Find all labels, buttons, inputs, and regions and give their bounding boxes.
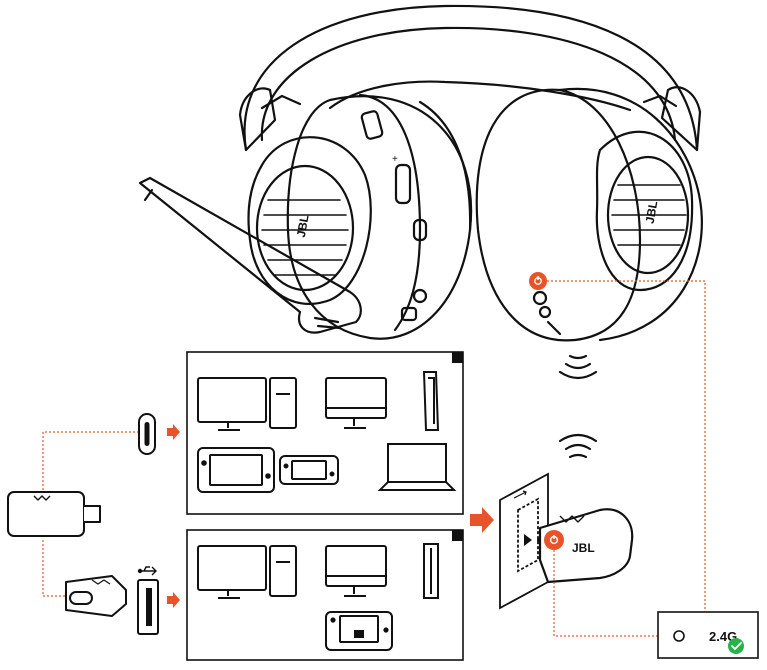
mic-boom bbox=[138, 176, 362, 334]
headband bbox=[243, 4, 699, 152]
check-icon bbox=[728, 638, 744, 654]
left-earcup-shell bbox=[286, 95, 473, 340]
pc-device-icon-2 bbox=[197, 545, 297, 599]
usb-c-device-panel bbox=[186, 351, 464, 515]
right-earcup-shell bbox=[558, 87, 703, 342]
mode-label: 2.4G bbox=[709, 629, 737, 644]
mute-slider bbox=[360, 110, 384, 140]
left-earcup-cushion bbox=[418, 100, 472, 232]
right-earcup-cushion bbox=[475, 88, 642, 342]
wireless-dongle bbox=[538, 508, 634, 584]
mac-device-icon bbox=[325, 377, 387, 429]
headset-illustration: JBL + JBL bbox=[138, 4, 703, 342]
left-earcup-face bbox=[247, 136, 372, 305]
headset-connect-button-highlight bbox=[529, 272, 547, 290]
laptop-device-icon bbox=[377, 443, 457, 491]
usb-c-dongle bbox=[7, 491, 101, 537]
usb-a-adapter bbox=[65, 575, 127, 617]
right-button-2 bbox=[538, 305, 552, 319]
connector-to-usb-a bbox=[42, 540, 66, 597]
usb-symbol-icon-small bbox=[513, 490, 527, 499]
wireless-signal-icon bbox=[558, 354, 598, 459]
volume-rocker bbox=[394, 163, 412, 205]
connector-to-usb-c bbox=[42, 431, 138, 490]
status-led bbox=[673, 630, 685, 642]
mac-device-icon-2 bbox=[325, 545, 387, 597]
usb-symbol-icon bbox=[137, 566, 157, 576]
switch-dock-device-icon bbox=[325, 611, 393, 651]
control-strip bbox=[358, 93, 422, 332]
arrow-to-usb-c-panel bbox=[167, 424, 180, 440]
usb-c-port-icon bbox=[138, 413, 156, 455]
playstation-device-icon bbox=[422, 371, 440, 431]
right-button-1 bbox=[532, 290, 548, 306]
port-dot bbox=[537, 538, 541, 542]
usb-a-port-icon bbox=[137, 579, 159, 635]
connector-dongle-to-indicator bbox=[553, 550, 658, 637]
dongle-logo: JBL bbox=[572, 541, 595, 555]
dongle-connect-button-highlight bbox=[544, 530, 564, 550]
headset-logo-right: JBL bbox=[643, 200, 661, 225]
right-earcup-face bbox=[595, 130, 694, 292]
usb-a-device-panel bbox=[186, 529, 464, 661]
pc-device-icon bbox=[197, 377, 297, 431]
arrow-to-dongle bbox=[470, 507, 494, 533]
switch-device-icon bbox=[197, 447, 275, 493]
dial-button bbox=[412, 218, 428, 242]
status-indicator-panel: 2.4G bbox=[657, 611, 759, 659]
arrow-to-usb-a-panel bbox=[167, 592, 180, 608]
headband-inner bbox=[328, 80, 632, 112]
right-yoke bbox=[660, 86, 702, 152]
switch-lite-device-icon bbox=[279, 455, 339, 485]
connector-headset-to-indicator bbox=[547, 280, 706, 610]
ps4-device-icon bbox=[423, 543, 439, 599]
left-grille bbox=[255, 164, 355, 292]
volume-plus-mark: + bbox=[392, 154, 398, 165]
charge-port bbox=[400, 306, 418, 322]
left-yoke bbox=[238, 87, 277, 152]
insert-arrow-icon bbox=[524, 534, 532, 546]
right-grille bbox=[606, 155, 690, 275]
headset-logo-left: JBL bbox=[294, 214, 312, 239]
aux-jack bbox=[412, 288, 428, 304]
